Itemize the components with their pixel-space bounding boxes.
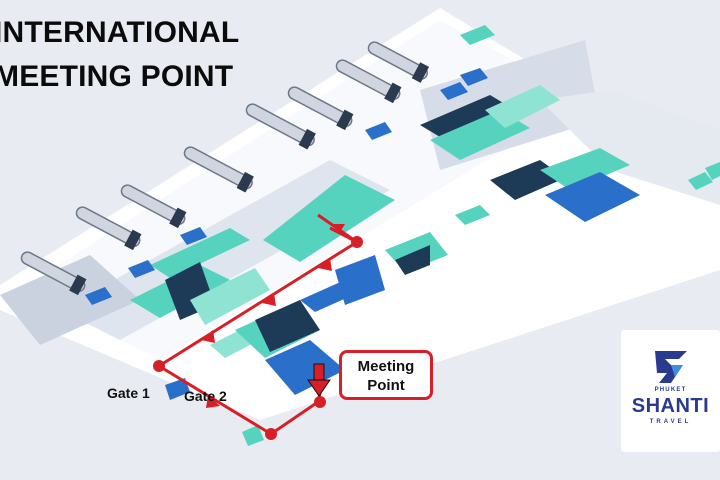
route-arrow-icon bbox=[201, 330, 215, 343]
brand-tagline-bottom: TRAVEL bbox=[649, 419, 692, 425]
brand-logo-card: PHUKET SHANTI TRAVEL bbox=[621, 330, 720, 452]
teal-small-block bbox=[688, 172, 713, 190]
blue-block bbox=[545, 172, 640, 222]
route-arrows bbox=[201, 224, 345, 408]
blue-small-block bbox=[128, 260, 155, 278]
shanti-logo-icon bbox=[655, 351, 687, 383]
route-stop bbox=[153, 360, 165, 372]
navy-block bbox=[255, 300, 320, 352]
blue-block bbox=[335, 255, 385, 305]
blue-small-block bbox=[165, 378, 190, 400]
jet-bridges bbox=[20, 41, 430, 296]
page-title-line2: MEETING POINT bbox=[0, 60, 234, 93]
teal-light-block bbox=[485, 85, 560, 128]
facility-blocks bbox=[85, 25, 720, 446]
jet-bridge-icon bbox=[75, 206, 142, 251]
blue-block bbox=[265, 340, 345, 395]
jet-bridge-icon bbox=[183, 146, 254, 193]
gate-1-label: Gate 1 bbox=[107, 385, 150, 401]
jet-bridge-icon bbox=[120, 184, 187, 229]
teal-small-block bbox=[242, 425, 264, 446]
blue-small-block bbox=[180, 227, 207, 245]
route-stops bbox=[153, 236, 363, 440]
teal-small-block bbox=[460, 25, 495, 45]
jet-bridge-icon bbox=[287, 86, 354, 131]
meeting-point-label-line1: Meeting bbox=[357, 358, 415, 375]
gate-2-label: Gate 2 bbox=[184, 388, 227, 404]
jet-bridge-icon bbox=[335, 59, 402, 104]
teal-light-block bbox=[190, 268, 270, 325]
right-wing bbox=[540, 90, 720, 205]
blue-small-block bbox=[460, 68, 488, 86]
route-arrow-icon bbox=[318, 258, 332, 271]
jet-bridge-icon bbox=[367, 41, 430, 83]
navy-block bbox=[420, 95, 515, 140]
jet-bridge-icon bbox=[245, 103, 316, 150]
jet-bridge-icon bbox=[20, 251, 87, 296]
blue-small-block bbox=[440, 82, 468, 100]
left-wing bbox=[0, 255, 140, 345]
blue-small-block bbox=[365, 122, 392, 140]
route-stop bbox=[351, 236, 363, 248]
route-arrow-icon bbox=[330, 224, 345, 232]
route-arrow-icon bbox=[262, 293, 276, 306]
page-title-line1: INTERNATIONAL bbox=[0, 16, 240, 49]
teal-small-block bbox=[455, 205, 490, 225]
meeting-point-label-box: Meeting Point bbox=[339, 350, 433, 400]
brand-name: SHANTI bbox=[631, 395, 710, 417]
teal-small-block bbox=[705, 162, 720, 180]
route-stop bbox=[314, 396, 326, 408]
teal-block bbox=[150, 228, 250, 278]
blue-small-block bbox=[85, 287, 112, 305]
brand-tagline-top: PHUKET bbox=[654, 387, 687, 393]
teal-block bbox=[263, 175, 395, 262]
teal-block bbox=[540, 148, 630, 190]
meeting-point-arrow-icon bbox=[307, 363, 331, 397]
route-stop bbox=[265, 428, 277, 440]
meeting-point-label-line2: Point bbox=[367, 377, 405, 394]
navy-block bbox=[395, 245, 430, 275]
route-arrow-icon bbox=[206, 395, 220, 408]
